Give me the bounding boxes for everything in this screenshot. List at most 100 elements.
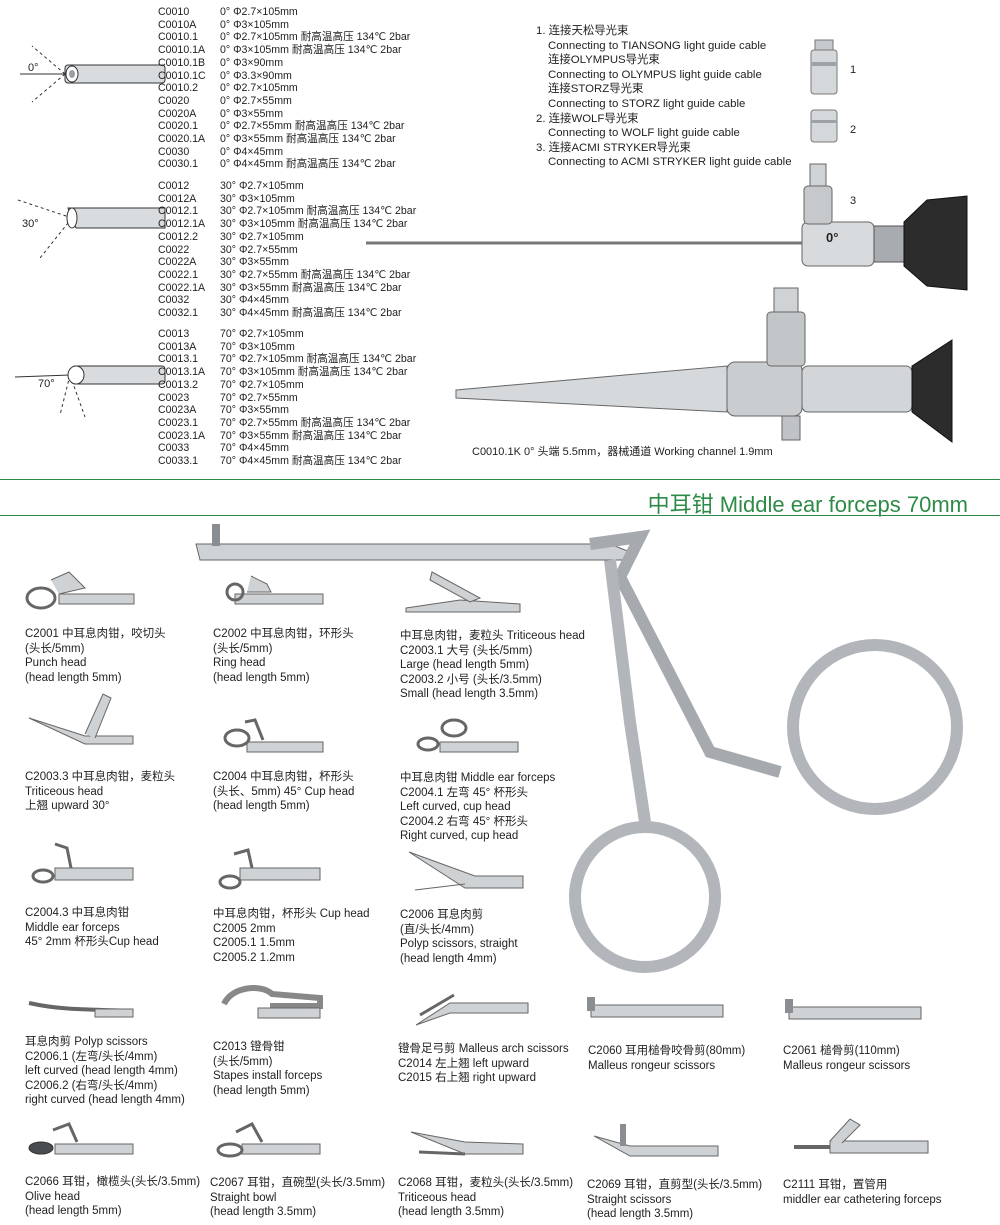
- code-row: C0022.1A 30° Φ3×55mm 耐高温高压 134℃ 2bar: [158, 282, 416, 295]
- caption-line: C2003.3 中耳息肉钳，麦粒头: [25, 771, 176, 783]
- caption-line: C2002 中耳息肉钳，环形头: [213, 628, 354, 640]
- caption-line: (head length 5mm): [213, 671, 310, 684]
- product-spec: 0° Φ2.7×105mm 耐高温高压 134℃ 2bar: [220, 31, 411, 44]
- forceps-caption-c2013: C2013 镫骨钳(头长/5mm)Stapes install forceps(…: [213, 1040, 322, 1098]
- product-spec: 70° Φ2.7×105mm: [220, 378, 304, 391]
- caption-line: Small (head length 3.5mm): [400, 688, 539, 701]
- caption-line: (头长/5mm): [213, 1055, 273, 1068]
- forceps-head-c2006-icon: [408, 851, 524, 891]
- product-spec: 0° Φ3.3×90mm: [220, 69, 292, 82]
- caption-line: 45° 2mm 杯形头Cup head: [25, 936, 159, 949]
- product-code: C0023A: [158, 404, 197, 417]
- product-code: C0010.1: [158, 31, 199, 44]
- caption-line: Malleus rongeur scissors: [783, 1059, 911, 1072]
- angle-label-0: 0°: [28, 62, 39, 74]
- caption-line: C2005.2 1.2mm: [213, 951, 295, 964]
- product-code: C0012.1: [158, 205, 199, 218]
- caption-line: C2004 中耳息肉钳，杯形头: [213, 771, 354, 783]
- product-spec: 0° Φ2.7×55mm 耐高温高压 134℃ 2bar: [220, 120, 405, 133]
- caption-line: left curved (head length 4mm): [25, 1065, 178, 1078]
- product-code: C0020A: [158, 107, 197, 120]
- forceps-head-c2004-3-icon: [31, 842, 134, 884]
- caption-line: Punch head: [25, 657, 87, 670]
- forceps-caption-c2066: C2066 耳钳，橄榄头(头长/3.5mm)Olive head(head le…: [25, 1175, 200, 1219]
- connector-zh: 1. 连接天松导光束: [536, 25, 629, 37]
- product-code: C0010.1C: [158, 69, 206, 82]
- caption-line: 中耳息肉钳 Middle ear forceps: [400, 772, 556, 784]
- caption-line: 中耳息肉钳，杯形头 Cup head: [213, 908, 370, 920]
- caption-line: 上翘 upward 30°: [25, 800, 110, 813]
- caption-line: Triticeous head: [25, 785, 104, 798]
- adapter-number-1: 1: [850, 64, 857, 76]
- caption-line: (head length 3.5mm): [587, 1208, 694, 1221]
- product-spec: 30° Φ3×55mm: [220, 256, 289, 269]
- product-code: C0020: [158, 94, 190, 107]
- product-spec: 70° Φ4×45mm: [220, 442, 289, 455]
- product-spec: 70° Φ2.7×105mm 耐高温高压 134℃ 2bar: [220, 353, 417, 366]
- scope-tip-0-icon: [20, 45, 166, 103]
- forceps-caption-c2069: C2069 耳钳，直剪型(头长/3.5mm)Straight scissors(…: [587, 1178, 762, 1222]
- connector-en: Connecting to ACMI STRYKER light guide c…: [548, 156, 792, 169]
- product-spec: 30° Φ2.7×55mm 耐高温高压 134℃ 2bar: [220, 268, 411, 281]
- product-spec: 30° Φ3×55mm 耐高温高压 134℃ 2bar: [220, 281, 402, 294]
- caption-line: C2006.2 (右弯/头长/4mm): [25, 1079, 158, 1092]
- connector-en: Connecting to STORZ light guide cable: [548, 97, 746, 110]
- forceps-head-c2003-icon: [405, 571, 521, 613]
- forceps-caption-c2060: C2060 耳用槌骨咬骨剪(80mm)Malleus rongeur sciss…: [588, 1044, 745, 1073]
- product-code: C0033.1: [158, 455, 199, 468]
- connector-en: Connecting to OLYMPUS light guide cable: [548, 68, 762, 81]
- product-code: C0022.1A: [158, 281, 206, 294]
- caption-line: (head length 5mm): [25, 1205, 122, 1218]
- caption-line: (head length 3.5mm): [210, 1206, 317, 1219]
- caption-line: C2004.1 左弯 45° 杯形头: [400, 786, 528, 799]
- product-code: C0010: [158, 6, 190, 18]
- product-code: C0030.1: [158, 158, 199, 171]
- caption-line: Stapes install forceps: [213, 1070, 323, 1083]
- forceps-head-c2068-icon: [410, 1131, 524, 1156]
- product-spec: 30° Φ3×105mm 耐高温高压 134℃ 2bar: [220, 218, 408, 231]
- code-row: C0012.1 30° Φ2.7×105mm 耐高温高压 134℃ 2bar: [158, 205, 416, 218]
- forceps-caption-c2006: C2006 耳息肉剪(直/头长/4mm)Polyp scissors, stra…: [400, 908, 518, 966]
- product-code: C0020.1: [158, 120, 199, 133]
- forceps-head-c2060-icon: [587, 997, 724, 1018]
- caption-line: C2069 耳钳，直剪型(头长/3.5mm): [587, 1179, 763, 1191]
- caption-line: C2004.2 右弯 45° 杯形头: [400, 815, 528, 828]
- caption-line: C2111 耳钳，置管用: [783, 1179, 888, 1191]
- caption-line: Straight bowl: [210, 1191, 277, 1204]
- caption-line: (头长/5mm): [213, 642, 273, 655]
- operating-endoscope-caption: C0010.1K 0° 头端 5.5mm，器械通道 Working channe…: [472, 446, 773, 458]
- forceps-head-c2013-icon: [221, 985, 323, 1019]
- forceps-head-c2001-icon: [25, 571, 135, 610]
- product-spec: 30° Φ4×45mm: [220, 294, 289, 307]
- caption-line: Malleus rongeur scissors: [588, 1059, 716, 1072]
- product-spec: 30° Φ2.7×105mm 耐高温高压 134℃ 2bar: [220, 205, 417, 218]
- product-code: C0023.1: [158, 416, 199, 429]
- forceps-head-c2014-icon: [415, 993, 529, 1026]
- product-spec: 30° Φ2.7×105mm: [220, 180, 304, 192]
- caption-line: C2061 槌骨剪(110mm): [783, 1045, 900, 1057]
- product-spec: 0° Φ3×105mm 耐高温高压 134℃ 2bar: [220, 44, 402, 57]
- caption-line: right curved (head length 4mm): [25, 1094, 185, 1107]
- caption-line: C2005.1 1.5mm: [213, 937, 295, 950]
- caption-line: C2001 中耳息肉钳，咬切头: [25, 628, 166, 640]
- connector-zh: 2. 连接WOLF导光束: [536, 112, 639, 125]
